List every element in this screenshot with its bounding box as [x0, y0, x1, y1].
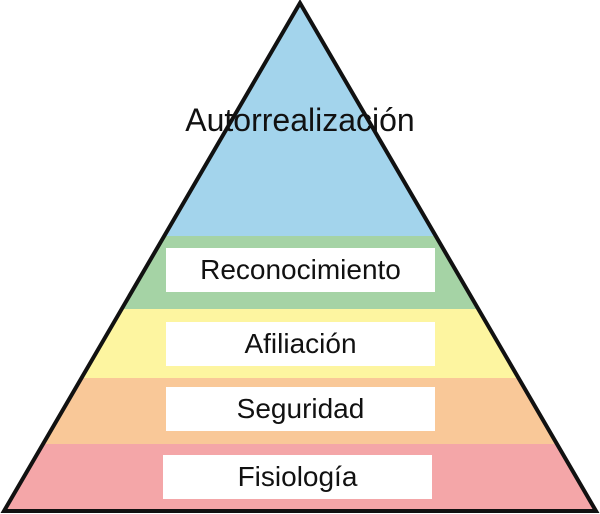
level-label-autorrealizacion: Autorrealización: [185, 102, 415, 138]
level-label-fisiologia: Fisiología: [163, 455, 432, 499]
level-label-reconocimiento: Reconocimiento: [166, 248, 435, 292]
level-label-seguridad: Seguridad: [166, 387, 435, 431]
level-label-afiliacion: Afiliación: [166, 322, 435, 366]
